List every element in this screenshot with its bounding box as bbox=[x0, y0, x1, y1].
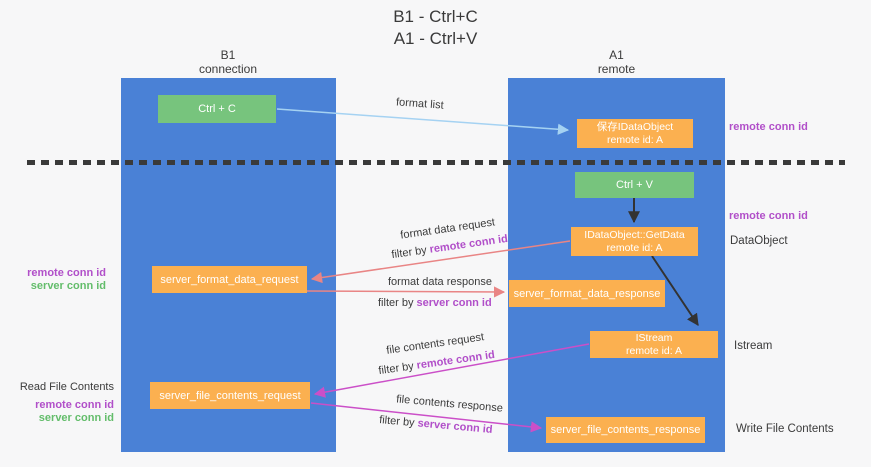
istream-line1: IStream bbox=[635, 331, 673, 344]
lane-b1-name: B1 bbox=[220, 48, 236, 62]
node-server-format-data-response: server_format_data_response bbox=[509, 280, 665, 307]
node-ctrl-v: Ctrl + V bbox=[575, 172, 694, 198]
lane-header-a1: A1 remote bbox=[508, 48, 725, 76]
remote-conn-id-text: remote conn id bbox=[415, 348, 496, 372]
title-line-2: A1 - Ctrl+V bbox=[393, 29, 478, 48]
filter-by-text: filter by bbox=[378, 297, 417, 309]
phase-separator-dashed-line bbox=[27, 160, 845, 165]
lane-a1-role: remote bbox=[597, 62, 636, 76]
left-conn-id-group-mid: remote conn id server conn id bbox=[20, 267, 106, 293]
filter-by-server-conn-id-label-2: filter by server conn id bbox=[379, 414, 493, 436]
node-saved-idataobject: 保存IDataObject remote id: A bbox=[577, 119, 693, 148]
ctrl-c-label: Ctrl + C bbox=[198, 103, 236, 115]
filter-by-server-conn-id-label-1: filter by server conn id bbox=[378, 297, 492, 309]
file-contents-response-label: file contents response bbox=[395, 393, 504, 415]
getdata-line2: remote id: A bbox=[606, 241, 663, 254]
left-conn-id-group-bottom: Read File Contents remote conn id server… bbox=[12, 381, 114, 425]
right-remote-conn-id-mid: remote conn id bbox=[729, 210, 808, 222]
node-server-file-contents-response: server_file_contents_response bbox=[546, 417, 705, 443]
write-file-contents-label: Write File Contents bbox=[736, 423, 834, 435]
format-list-label: format list bbox=[395, 96, 445, 112]
diagram-title: B1 - Ctrl+C A1 - Ctrl+V bbox=[0, 6, 871, 50]
server-file-contents-response-label: server_file_contents_response bbox=[550, 424, 701, 436]
lane-a1-name: A1 bbox=[609, 48, 624, 62]
saved-idataobject-line1: 保存IDataObject bbox=[596, 120, 674, 133]
filter-by-text: filter by bbox=[377, 359, 418, 378]
format-data-response-label: format data response bbox=[388, 276, 492, 288]
server-format-data-request-label: server_format_data_request bbox=[160, 273, 299, 286]
server-file-contents-request-label: server_file_contents_request bbox=[159, 389, 301, 402]
left-remote-conn-id-mid: remote conn id bbox=[27, 267, 106, 279]
right-remote-conn-id-top: remote conn id bbox=[729, 121, 808, 133]
lane-b1-role: connection bbox=[198, 62, 258, 76]
server-conn-id-text: server conn id bbox=[417, 417, 494, 436]
node-istream: IStream remote id: A bbox=[590, 331, 718, 358]
server-conn-id-text: server conn id bbox=[416, 297, 492, 309]
getdata-line1: IDataObject::GetData bbox=[584, 228, 685, 241]
left-server-conn-id-mid: server conn id bbox=[30, 280, 106, 292]
node-server-format-data-request: server_format_data_request bbox=[152, 266, 307, 293]
node-server-file-contents-request: server_file_contents_request bbox=[150, 382, 310, 409]
read-file-contents-label: Read File Contents bbox=[19, 381, 114, 393]
arrow-format-data-response bbox=[306, 286, 506, 298]
left-remote-conn-id-bottom: remote conn id bbox=[35, 399, 114, 411]
server-format-data-response-label: server_format_data_response bbox=[513, 287, 661, 300]
left-server-conn-id-bottom: server conn id bbox=[38, 412, 114, 424]
node-ctrl-c: Ctrl + C bbox=[158, 95, 276, 123]
remote-conn-id-text: remote conn id bbox=[428, 232, 509, 256]
lane-header-b1: B1 connection bbox=[120, 48, 336, 76]
istream-line2: remote id: A bbox=[625, 344, 683, 357]
node-idataobject-getdata: IDataObject::GetData remote id: A bbox=[571, 227, 698, 256]
saved-idataobject-line2: remote id: A bbox=[606, 133, 664, 146]
filter-by-text: filter by bbox=[390, 243, 431, 262]
istream-side-label: Istream bbox=[734, 340, 773, 352]
dataobject-label: DataObject bbox=[730, 235, 788, 247]
filter-by-text: filter by bbox=[378, 414, 419, 430]
title-line-1: B1 - Ctrl+C bbox=[393, 7, 478, 26]
ctrl-v-label: Ctrl + V bbox=[616, 179, 653, 191]
